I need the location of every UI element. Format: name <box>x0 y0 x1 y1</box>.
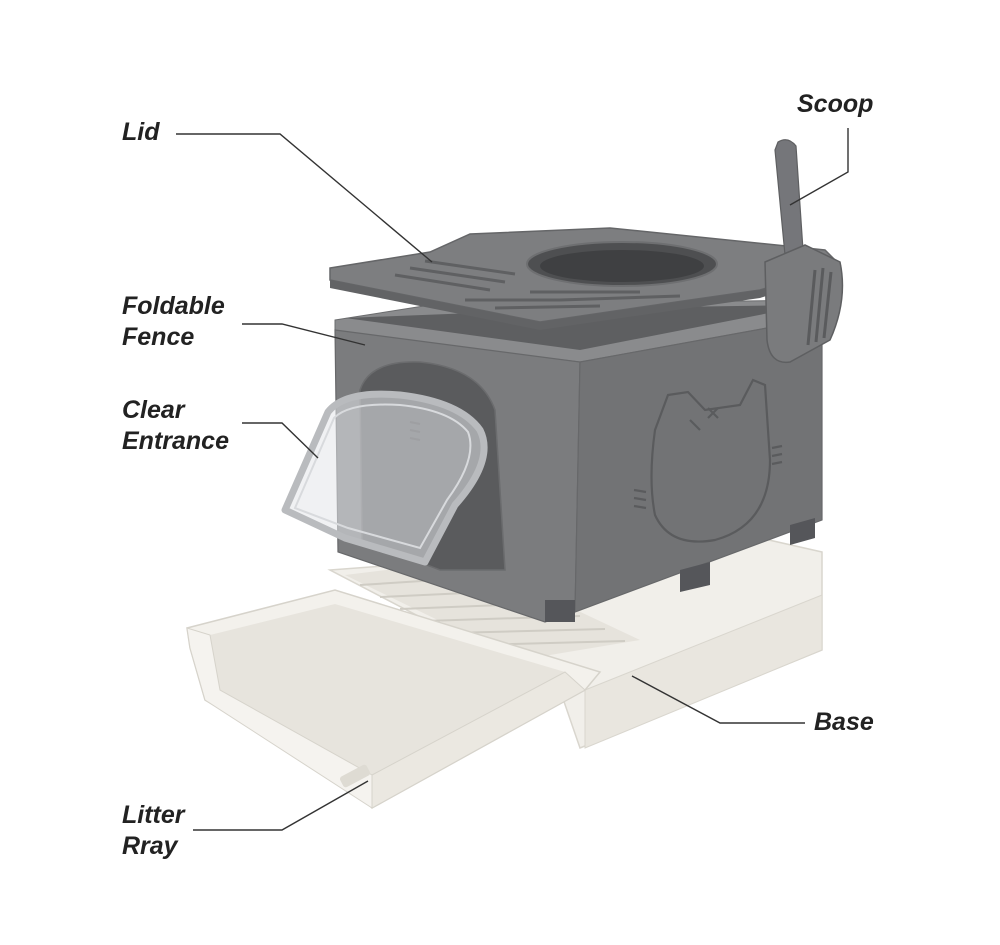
lid-leader <box>176 133 433 263</box>
litter-tray-label: Litter Rray <box>122 800 185 862</box>
leader-lines <box>176 128 849 831</box>
scoop-leader <box>789 128 849 206</box>
lid-label-text: Lid <box>122 118 160 146</box>
scoop-label-text: Scoop <box>797 90 874 118</box>
lid-label: Lid <box>122 117 160 148</box>
fence-leader <box>242 323 366 346</box>
litter-tray-label-line1: Litter <box>122 801 185 829</box>
base-label-text: Base <box>814 708 874 736</box>
base-label: Base <box>814 707 874 738</box>
clear-entrance-label-line2: Entrance <box>122 427 229 455</box>
litter-tray-label-line2: Rray <box>122 832 178 860</box>
scoop <box>764 139 844 364</box>
tray-leader <box>193 780 369 831</box>
foldable-fence-label-line1: Foldable <box>122 292 225 320</box>
scoop-label: Scoop <box>797 89 873 120</box>
foldable-fence-label: Foldable Fence <box>122 291 225 353</box>
base-leader <box>631 675 805 724</box>
litter-tray <box>186 589 602 809</box>
entrance-leader <box>242 422 319 459</box>
clear-entrance-label-line1: Clear <box>122 396 185 424</box>
clear-entrance <box>281 390 488 566</box>
clear-entrance-label: Clear Entrance <box>122 395 229 457</box>
foldable-fence-label-line2: Fence <box>122 323 195 351</box>
lid <box>329 227 842 330</box>
